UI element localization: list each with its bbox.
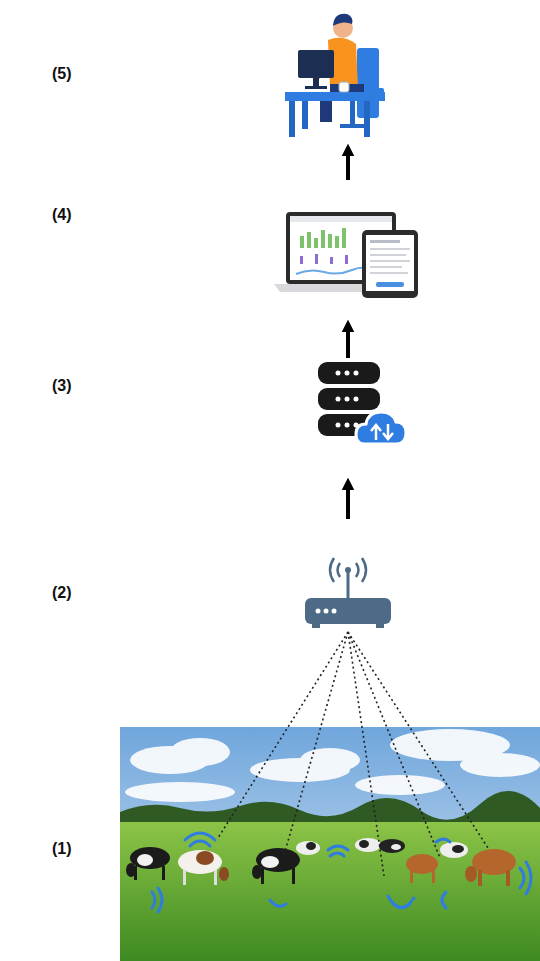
wireless-link-lines bbox=[218, 632, 488, 876]
callout-number: (1) bbox=[52, 839, 72, 858]
dashboard-devices-icon bbox=[274, 212, 418, 298]
callout-number: (3) bbox=[52, 376, 72, 395]
flow-arrow bbox=[346, 150, 350, 180]
callout-number: (4) bbox=[52, 205, 72, 224]
pasture-photo bbox=[120, 727, 540, 961]
router-icon bbox=[305, 558, 391, 628]
flow-arrow bbox=[346, 326, 350, 358]
person-at-desk-icon bbox=[285, 14, 385, 137]
flow-arrow bbox=[346, 484, 350, 519]
callout-number: (5) bbox=[52, 64, 72, 83]
callout-number: (2) bbox=[52, 583, 72, 602]
database-cloud-icon bbox=[318, 362, 406, 444]
